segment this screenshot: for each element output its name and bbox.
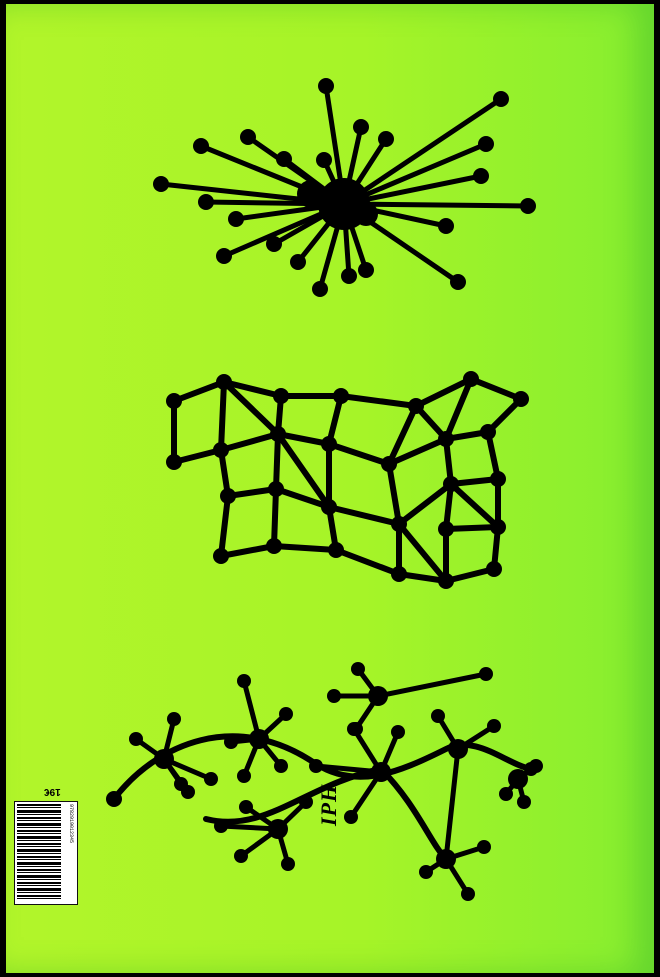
artist-signature: IPH [316, 784, 342, 826]
star-network-icon [153, 78, 536, 297]
isbn-barcode: 9782919012345 [14, 801, 78, 905]
price-label: 19€ [44, 786, 61, 797]
tree-network-icon [106, 662, 543, 901]
barcode-bars [17, 804, 61, 901]
barcode-number: 9782919012345 [62, 804, 74, 901]
grid-network-icon [166, 371, 529, 589]
book-back-cover: IPH 19€ 9782919012345 [6, 4, 654, 973]
network-illustrations [6, 4, 654, 973]
